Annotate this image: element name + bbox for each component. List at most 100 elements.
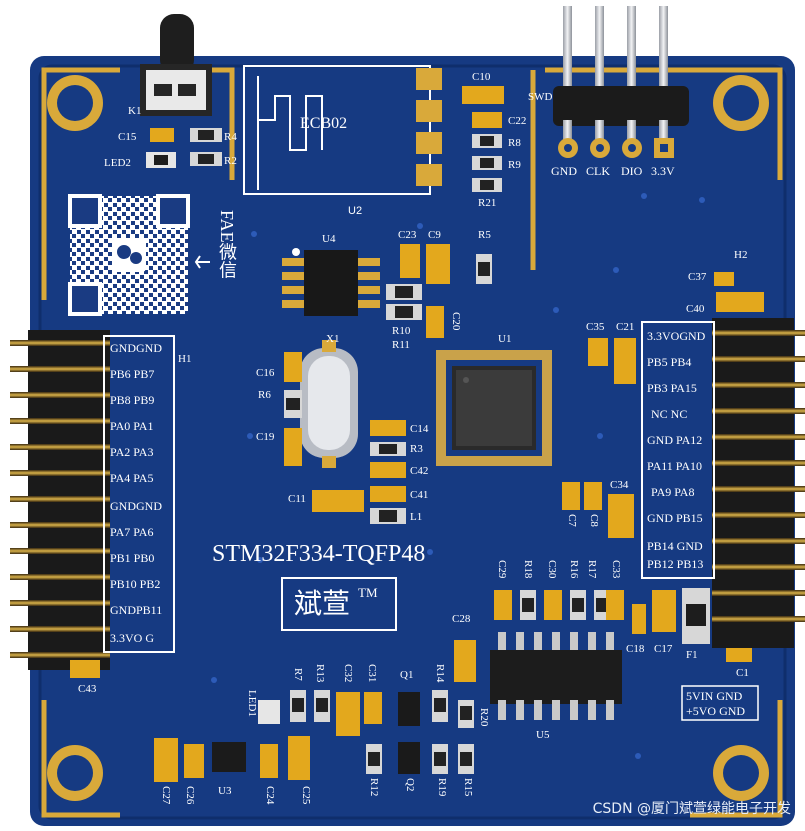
chip-u1-mcu xyxy=(436,350,552,466)
h2-row-6: PA11 PA10 xyxy=(647,459,703,473)
ref-c30: C30 xyxy=(546,560,558,579)
h1-row-7: GNDGND xyxy=(110,499,162,513)
ref-c20: C20 xyxy=(450,312,462,331)
components-near-h2 xyxy=(562,272,764,538)
module-label: ECB02 xyxy=(300,115,348,132)
swd-pin-gnd: GND xyxy=(551,164,577,178)
ref-r6: R6 xyxy=(258,389,271,401)
watermark: CSDN @厦门斌萱绿能电子开发 xyxy=(592,801,791,817)
h2-row-5: GND PA12 xyxy=(647,433,703,447)
power-label-line1: 5VIN GND xyxy=(686,689,743,703)
h1-row-8: PA7 PA6 xyxy=(110,525,154,539)
ref-c41: C41 xyxy=(410,489,429,501)
h1-row-2: PB6 PB7 xyxy=(110,367,155,381)
ref-k1: K1 xyxy=(128,105,142,117)
h1-row-3: PB8 PB9 xyxy=(110,393,155,407)
h2-row-9: PB14 GND xyxy=(647,539,703,553)
qr-caption: FAE微信 xyxy=(217,210,237,279)
ref-r19: R19 xyxy=(436,778,448,797)
component-group-bottom xyxy=(70,660,474,782)
ref-r4: R4 xyxy=(224,131,237,143)
ref-u1: U1 xyxy=(498,333,512,345)
ref-c29: C29 xyxy=(496,560,508,579)
ref-c22: C22 xyxy=(508,115,527,127)
ref-c42: C42 xyxy=(410,465,429,477)
h2-row-7: PA9 PA8 xyxy=(651,485,695,499)
ref-c32: C32 xyxy=(342,664,354,683)
ref-u3: U3 xyxy=(218,785,232,797)
power-label-line2: +5VO GND xyxy=(686,704,746,718)
ref-c18: C18 xyxy=(626,643,645,655)
ref-u4: U4 xyxy=(322,233,336,245)
ref-r21: R21 xyxy=(478,197,497,209)
ref-c23: C23 xyxy=(398,229,417,241)
ref-q2: Q2 xyxy=(404,778,416,792)
ref-c31: C31 xyxy=(366,664,378,683)
pin-header-h2 xyxy=(641,318,805,648)
ref-r13: R13 xyxy=(314,664,326,683)
pcb-board xyxy=(30,56,795,826)
h2-row-2: PB5 PB4 xyxy=(647,355,692,369)
ref-c19: C19 xyxy=(256,431,275,443)
ref-led1: LED1 xyxy=(246,690,258,717)
ref-u2: U2 xyxy=(348,205,363,217)
h2-row-8: GND PB15 xyxy=(647,511,703,525)
h1-row-5: PA2 PA3 xyxy=(110,445,154,459)
ref-c33: C33 xyxy=(610,560,622,579)
ref-r18: R18 xyxy=(522,560,534,579)
crystal-x1 xyxy=(284,340,358,468)
power-label-frame xyxy=(681,685,759,721)
ref-c7: C7 xyxy=(566,514,578,527)
ref-r12: R12 xyxy=(368,778,380,797)
ref-q1: Q1 xyxy=(400,669,414,681)
swd-pin-dio: DIO xyxy=(621,164,643,178)
small-components xyxy=(146,128,222,168)
ref-c27: C27 xyxy=(160,786,172,805)
swd-header-label: SWD xyxy=(528,91,553,103)
components-near-u4 xyxy=(386,244,492,338)
h1-row-10: PB10 PB2 xyxy=(110,577,161,591)
ref-r10: R10 xyxy=(392,325,411,337)
ref-r8: R8 xyxy=(508,137,521,149)
ref-c40: C40 xyxy=(686,303,705,315)
ref-c11: C11 xyxy=(288,493,306,505)
swd-pin-3v3: 3.3V xyxy=(651,164,675,178)
ref-c10: C10 xyxy=(472,71,491,83)
ref-r9: R9 xyxy=(508,159,521,171)
ref-r20: R20 xyxy=(478,708,490,727)
ref-led2: LED2 xyxy=(104,157,131,169)
pin-header-h1 xyxy=(10,330,175,670)
ref-r2: R2 xyxy=(224,155,237,167)
mcu-title: STM32F334-TQFP48 xyxy=(212,541,426,567)
ref-c17: C17 xyxy=(654,643,673,655)
ref-u5: U5 xyxy=(536,729,550,741)
h2-row-4: NC NC xyxy=(651,407,688,421)
component-stack-right-of-module xyxy=(462,86,504,192)
ref-c14: C14 xyxy=(410,423,429,435)
ref-c15: C15 xyxy=(118,131,137,143)
h2-row-3: PB3 PA15 xyxy=(647,381,697,395)
ecb02-module xyxy=(243,65,442,195)
brand-logo: 斌萱 xyxy=(294,587,351,620)
chip-u5 xyxy=(490,632,622,720)
ref-c16: C16 xyxy=(256,367,275,379)
ref-c28: C28 xyxy=(452,613,471,625)
ref-h1: H1 xyxy=(178,353,192,365)
h2-row-1: 3.3VOGND xyxy=(647,329,706,343)
h2-row-10: PB12 PB13 xyxy=(647,557,704,571)
h1-row-6: PA4 PA5 xyxy=(110,471,154,485)
h1-row-4: PA0 PA1 xyxy=(110,419,154,433)
ref-h2: H2 xyxy=(734,249,748,261)
ref-c21: C21 xyxy=(616,321,635,333)
vias xyxy=(211,193,705,759)
ref-r15: R15 xyxy=(462,778,474,797)
ref-x1: X1 xyxy=(326,333,340,345)
h1-row-12: 3.3VO G xyxy=(110,631,154,645)
ref-c9: C9 xyxy=(428,229,441,241)
qr-code xyxy=(68,194,210,316)
h1-row-9: PB1 PB0 xyxy=(110,551,155,565)
chip-u4 xyxy=(282,248,380,316)
ref-r11: R11 xyxy=(392,339,410,351)
